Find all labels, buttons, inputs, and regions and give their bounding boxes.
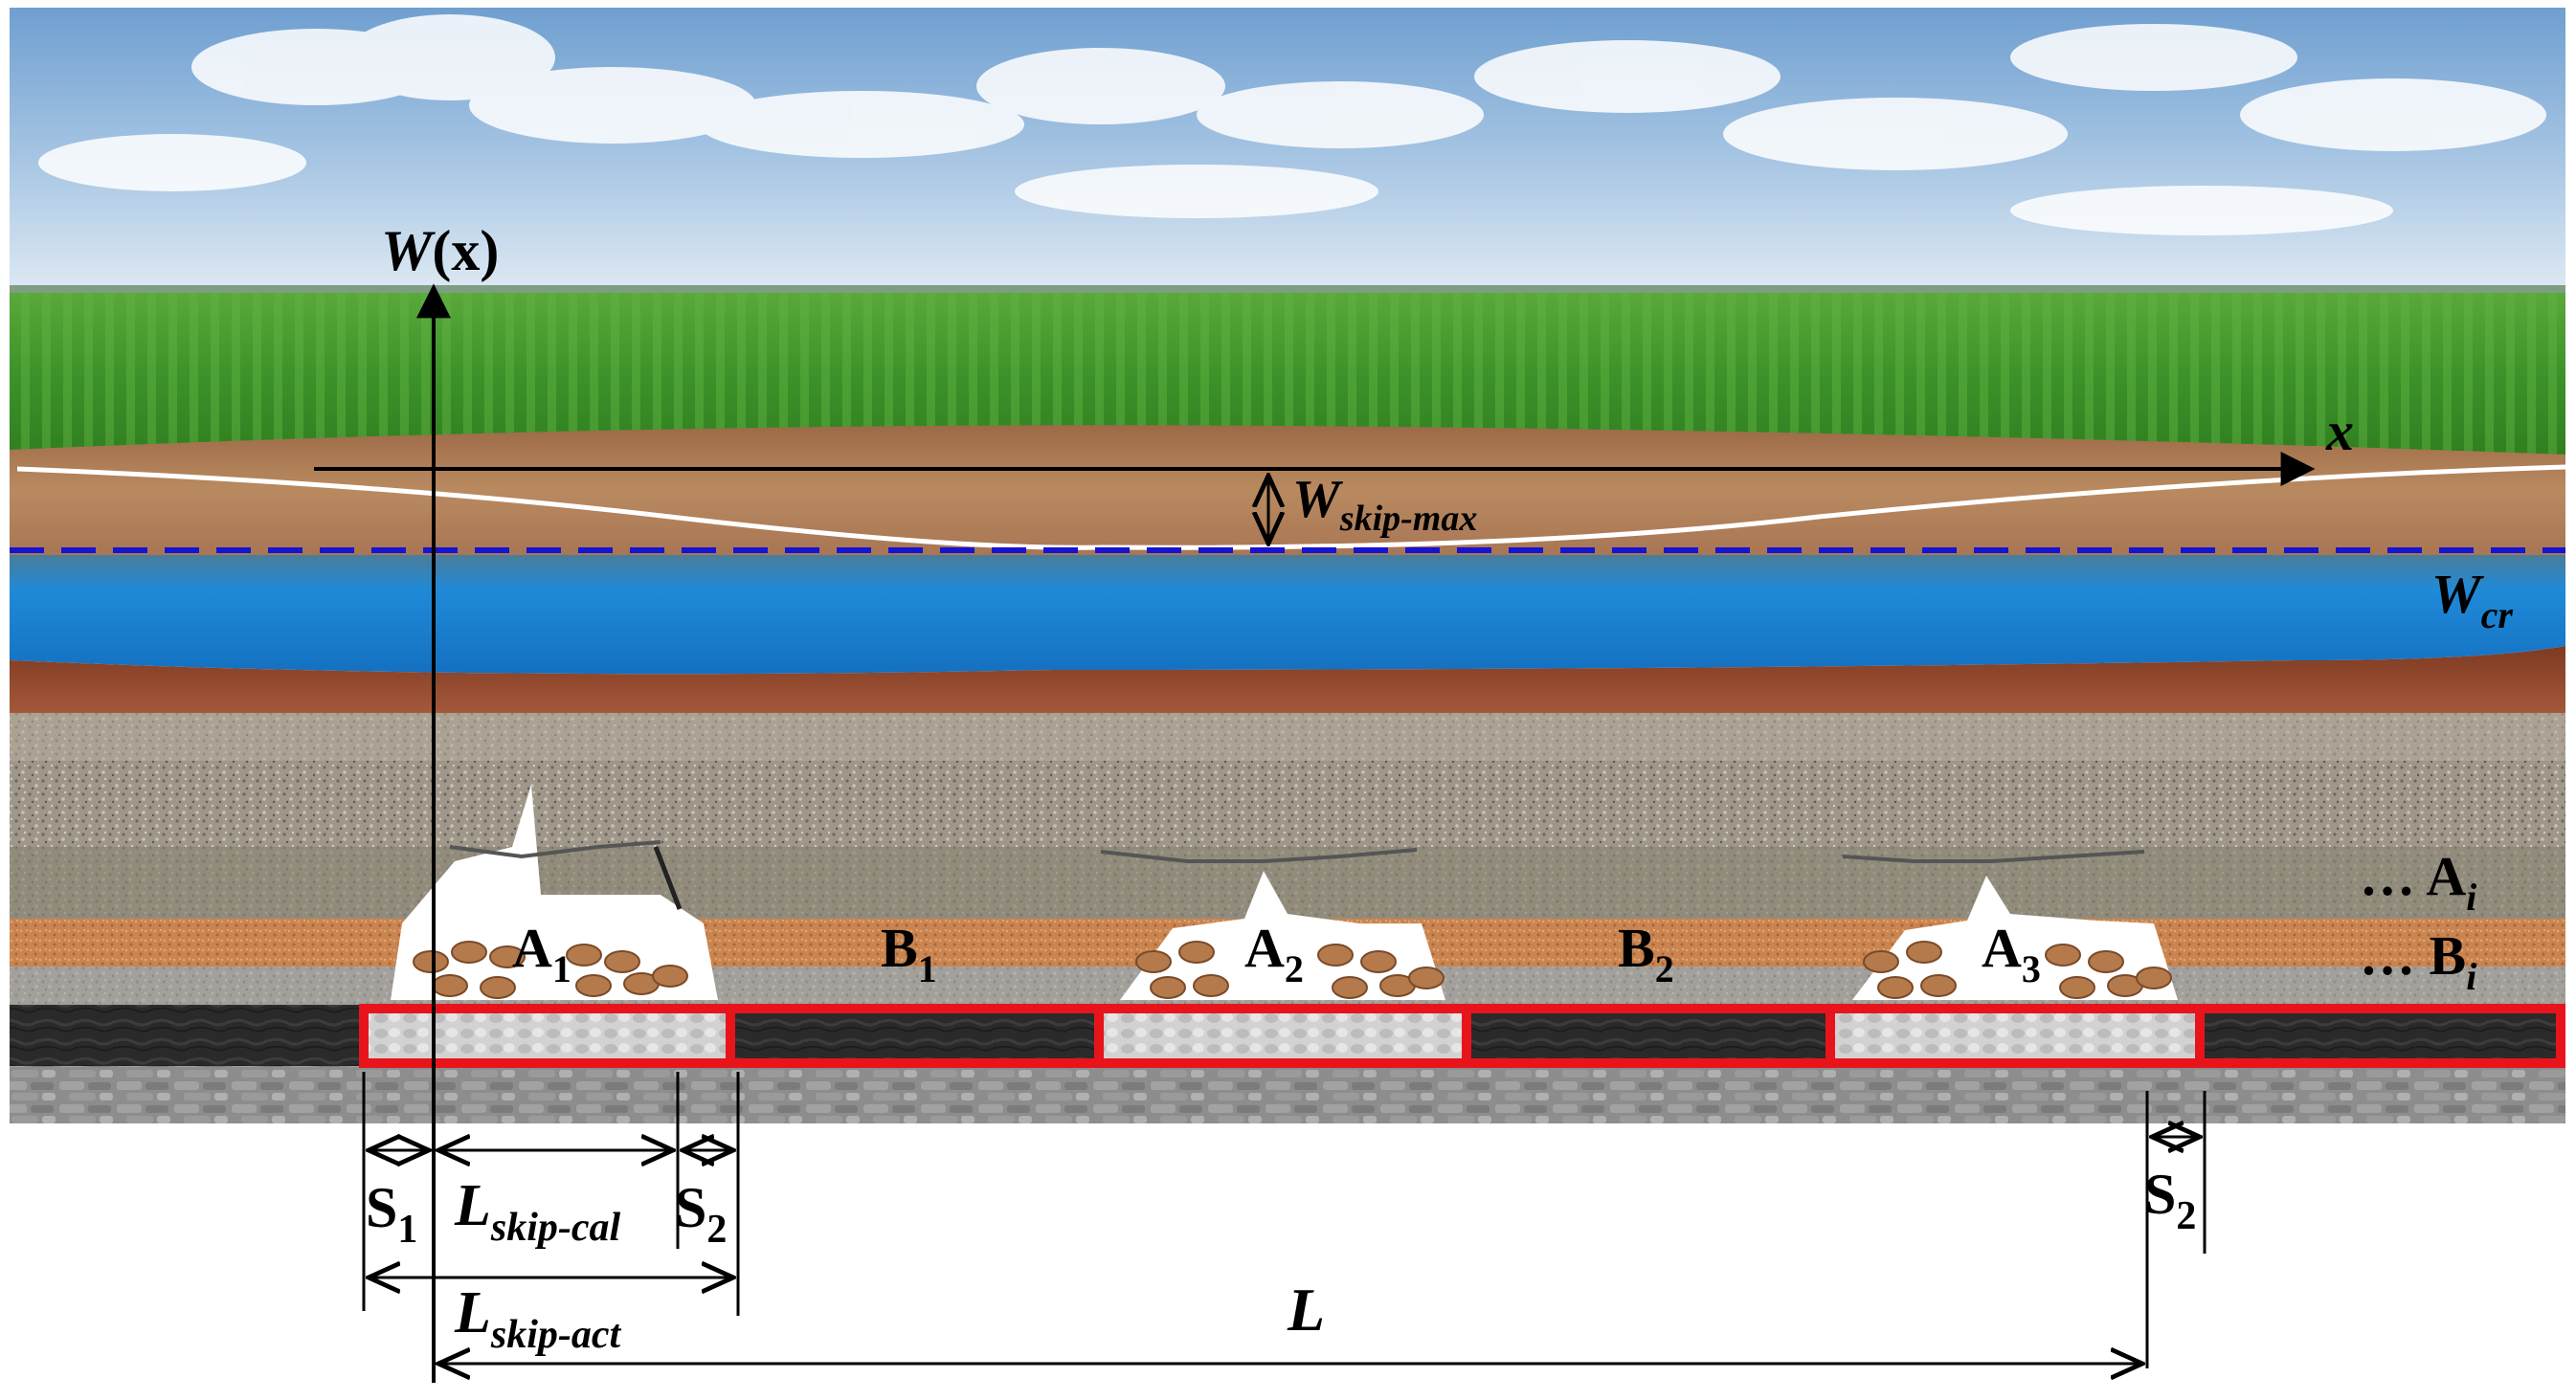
l-skip-act-label: Lskip-act [454, 1280, 622, 1357]
fracture-crack [1842, 850, 2145, 863]
red-clay-layer [10, 646, 2565, 713]
s2-right-label: S2 [2144, 1163, 2196, 1238]
x-axis-label: x [2325, 400, 2354, 462]
l-skip-cal-label: Lskip-cal [454, 1173, 621, 1250]
panel-label-bi: … Bi [2360, 924, 2476, 998]
mined-zone-a2 [1099, 1010, 1467, 1062]
w-axis-label: W(x) [381, 219, 499, 282]
s2-left-label: S2 [675, 1176, 727, 1252]
panel-label-ai: … Ai [2360, 845, 2476, 919]
panel-label-b1: B1 [881, 917, 937, 990]
mined-zone-a1 [364, 1010, 729, 1062]
panel-label-a3: A3 [1982, 917, 2041, 990]
horizon-tree-line [10, 285, 2565, 295]
panel-outline-bi [2195, 1004, 2565, 1068]
panel-outlines [359, 1004, 2565, 1068]
dimension-lines [362, 1072, 2206, 1368]
fracture-crack [1100, 848, 1418, 863]
topsoil-layer [10, 425, 2565, 555]
w-skip-max-label: Wskip-max [1292, 470, 1477, 539]
floor-layer [10, 1066, 2565, 1123]
s1-label: S1 [366, 1176, 417, 1252]
aquifer-layer [10, 555, 2565, 675]
panel-label-a1: A1 [512, 917, 571, 990]
fracture-crack [449, 840, 661, 859]
panel-label-b2: B2 [1618, 917, 1674, 990]
w-cr-label: Wcr [2431, 563, 2513, 636]
rock-texture [10, 847, 2565, 919]
panel-label-a2: A2 [1244, 917, 1304, 990]
caving-zone-a1 [391, 785, 718, 1000]
cloud-shape [38, 14, 2546, 235]
gravel-top-band [10, 713, 2565, 761]
caving-zone-a2 [1100, 848, 1445, 1000]
mined-zone-a3 [1830, 1010, 2200, 1062]
caving-zone-a3 [1842, 850, 2178, 1000]
l-total-label: L [1287, 1276, 1325, 1344]
